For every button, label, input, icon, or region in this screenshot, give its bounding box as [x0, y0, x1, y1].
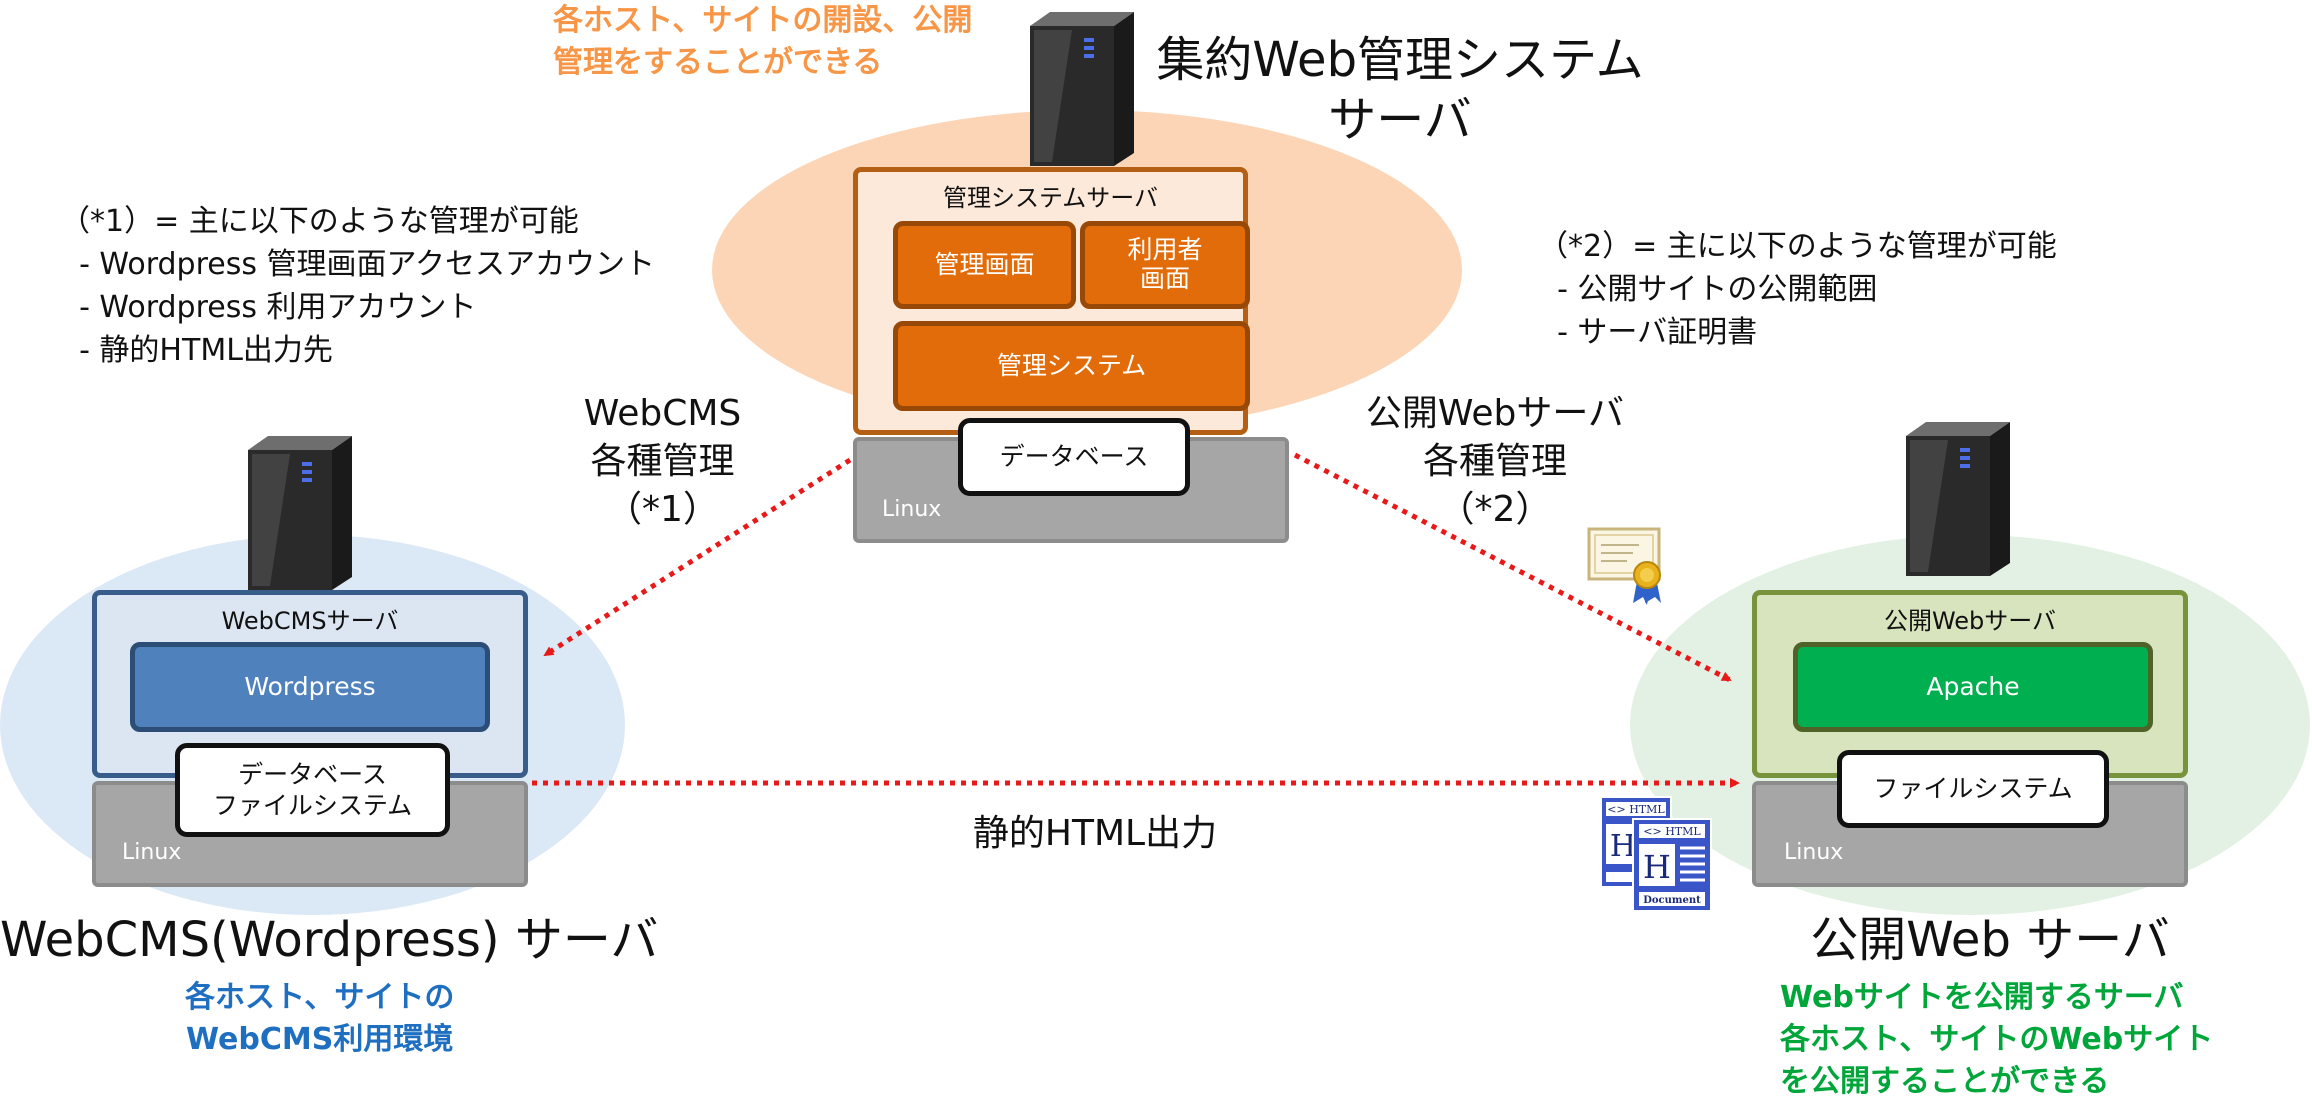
html-doc-footer-text: Document — [1643, 895, 1701, 906]
html-doc-header-text: <> HTML — [1607, 803, 1665, 816]
certificate-icon — [1585, 525, 1667, 607]
mgmt-system-server-title: 管理システムサーバ — [942, 184, 1159, 212]
public-linux-label: Linux — [1784, 840, 1844, 865]
note-public-management: （*2）= 主に以下のような管理が可能 - 公開サイトの公開範囲 - サーバ証明… — [1538, 229, 2057, 350]
public-caption: Webサイトを公開するサーバ 各ホスト、サイトのWebサイト を公開することがで… — [1780, 980, 2214, 1099]
admin-screen-box: 管理画面 — [893, 221, 1076, 309]
mgmt-system-box: 管理システム — [893, 321, 1250, 411]
public-web-server-box-title: 公開Webサーバ — [1883, 607, 2057, 635]
webcms-mgmt-arrow — [543, 457, 852, 658]
central-database-box: データベース — [958, 418, 1190, 496]
public-server-title: 公開Web サーバ — [1810, 912, 2170, 968]
webcms-server-box-title: WebCMSサーバ — [221, 607, 399, 635]
central-server-title: 集約Web管理システム サーバ — [1156, 32, 1644, 148]
public-storage-box: ファイルシステム — [1837, 750, 2109, 828]
apache-box: Apache — [1793, 642, 2153, 732]
webcms-storage-box: データベース ファイルシステム — [175, 743, 450, 837]
central-linux-label: Linux — [882, 497, 942, 522]
webcms-management-label: WebCMS 各種管理 （*1） — [583, 393, 742, 530]
wordpress-box: Wordpress — [130, 642, 490, 732]
note-webcms-management: （*1）= 主に以下のような管理が可能 - Wordpress 管理画面アクセス… — [60, 204, 656, 368]
webcms-server-tower-icon — [240, 432, 360, 592]
static-html-output-label: 静的HTML出力 — [972, 813, 1218, 854]
public-management-label: 公開Webサーバ 各種管理 （*2） — [1365, 393, 1625, 530]
central-caption: 各ホスト、サイトの開設、公開 管理をすることができる — [553, 3, 973, 80]
central-server-tower-icon — [1022, 8, 1142, 168]
html-doc-letter-back: H — [1610, 829, 1636, 864]
public-server-tower-icon — [1898, 418, 2018, 578]
public-mgmt-arrow — [1293, 452, 1732, 683]
html-doc-header-text-front: <> HTML — [1643, 825, 1701, 838]
webcms-linux-label: Linux — [122, 840, 182, 865]
html-document-front-icon: <> HTML H Document — [1632, 818, 1712, 912]
user-screen-box: 利用者 画面 — [1080, 221, 1250, 309]
webcms-caption: 各ホスト、サイトの WebCMS利用環境 — [185, 980, 455, 1057]
html-doc-letter-front: H — [1643, 848, 1671, 886]
webcms-server-title: WebCMS(Wordpress) サーバ — [0, 912, 659, 968]
